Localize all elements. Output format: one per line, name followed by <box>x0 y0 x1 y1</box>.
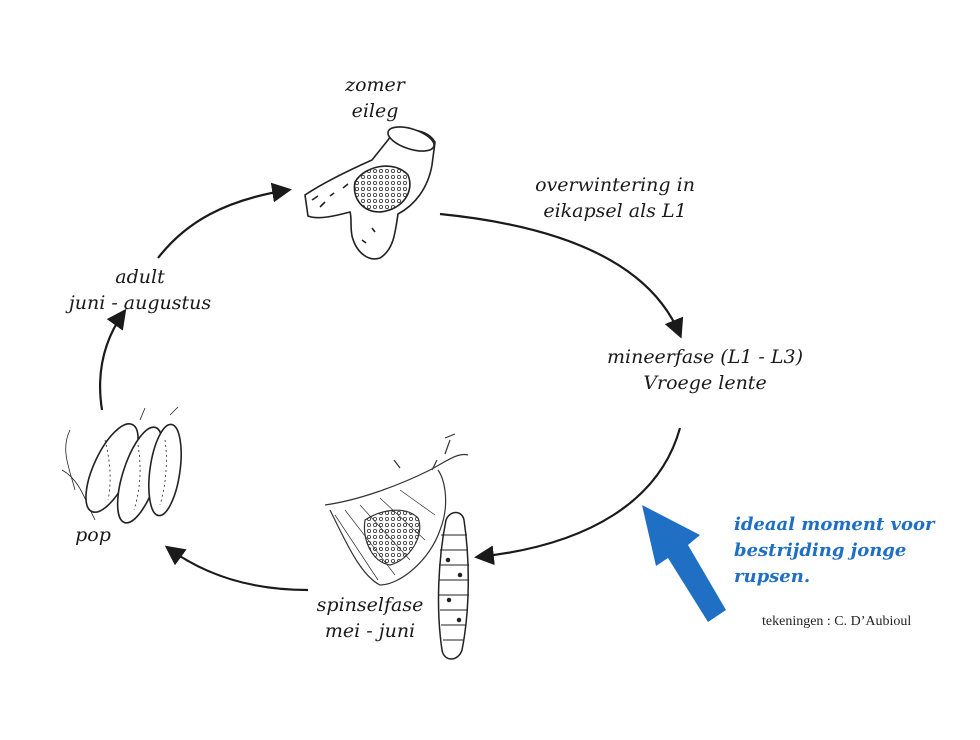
illustration-credit: tekeningen : C. D’Aubioul <box>762 614 912 629</box>
blue-callout-arrow <box>642 505 726 622</box>
caterpillar-illustration <box>437 511 469 660</box>
arrow-mining-to-spinning <box>474 427 682 566</box>
arrow-egg-to-mining <box>439 212 684 339</box>
arrow-adult-to-egg <box>157 182 292 259</box>
web-twig-illustration <box>324 433 469 586</box>
arrow-pupa-to-adult <box>99 308 127 411</box>
pupa-illustration <box>61 406 182 524</box>
label-mining-stage: mineerfase (L1 - L3)Vroege lente <box>606 346 804 394</box>
label-pupa-stage: pop <box>75 524 111 546</box>
arrow-spinning-to-pupa <box>164 545 309 592</box>
egg-twig-illustration <box>304 126 436 260</box>
